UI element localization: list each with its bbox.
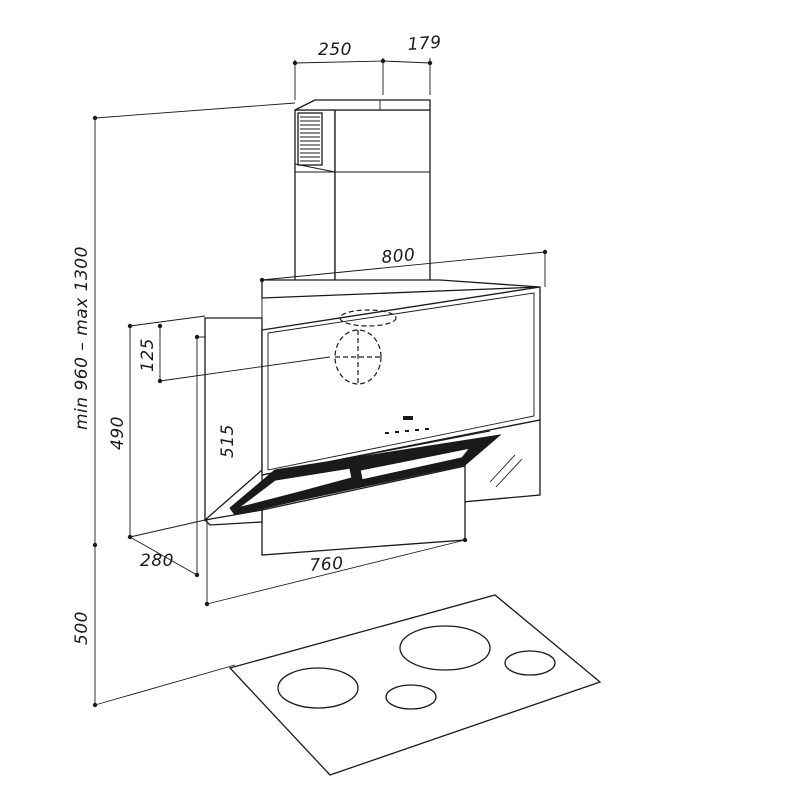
label-hob-clearance: 500	[72, 611, 92, 645]
burner-small-front	[385, 684, 437, 710]
label-total-height: min 960 – max 1300	[72, 246, 92, 430]
label-hood-width: 800	[381, 245, 417, 268]
control-panel	[385, 416, 429, 434]
label-hood-upper-height: 490	[108, 416, 128, 450]
hood-body	[203, 279, 541, 556]
dimension-lines	[92, 58, 548, 708]
chimney-vent-grille	[297, 112, 323, 166]
label-hood-side-height: 515	[218, 424, 238, 458]
label-chimney-width: 250	[318, 40, 352, 60]
chimney	[294, 99, 431, 291]
label-duct-offset: 125	[138, 338, 158, 372]
label-hood-depth: 280	[140, 551, 174, 571]
burner-small-right	[504, 650, 556, 676]
dimension-labels: 250 179 min 960 – max 1300 800 125 490 5…	[72, 33, 442, 645]
cooktop	[228, 594, 602, 776]
label-glass-width: 760	[309, 554, 344, 576]
burner-large-right	[399, 625, 491, 671]
label-chimney-depth: 179	[407, 33, 442, 55]
burner-large-left	[277, 667, 359, 709]
duct-outlet-hidden	[334, 309, 397, 385]
glass-reflection	[489, 454, 523, 488]
